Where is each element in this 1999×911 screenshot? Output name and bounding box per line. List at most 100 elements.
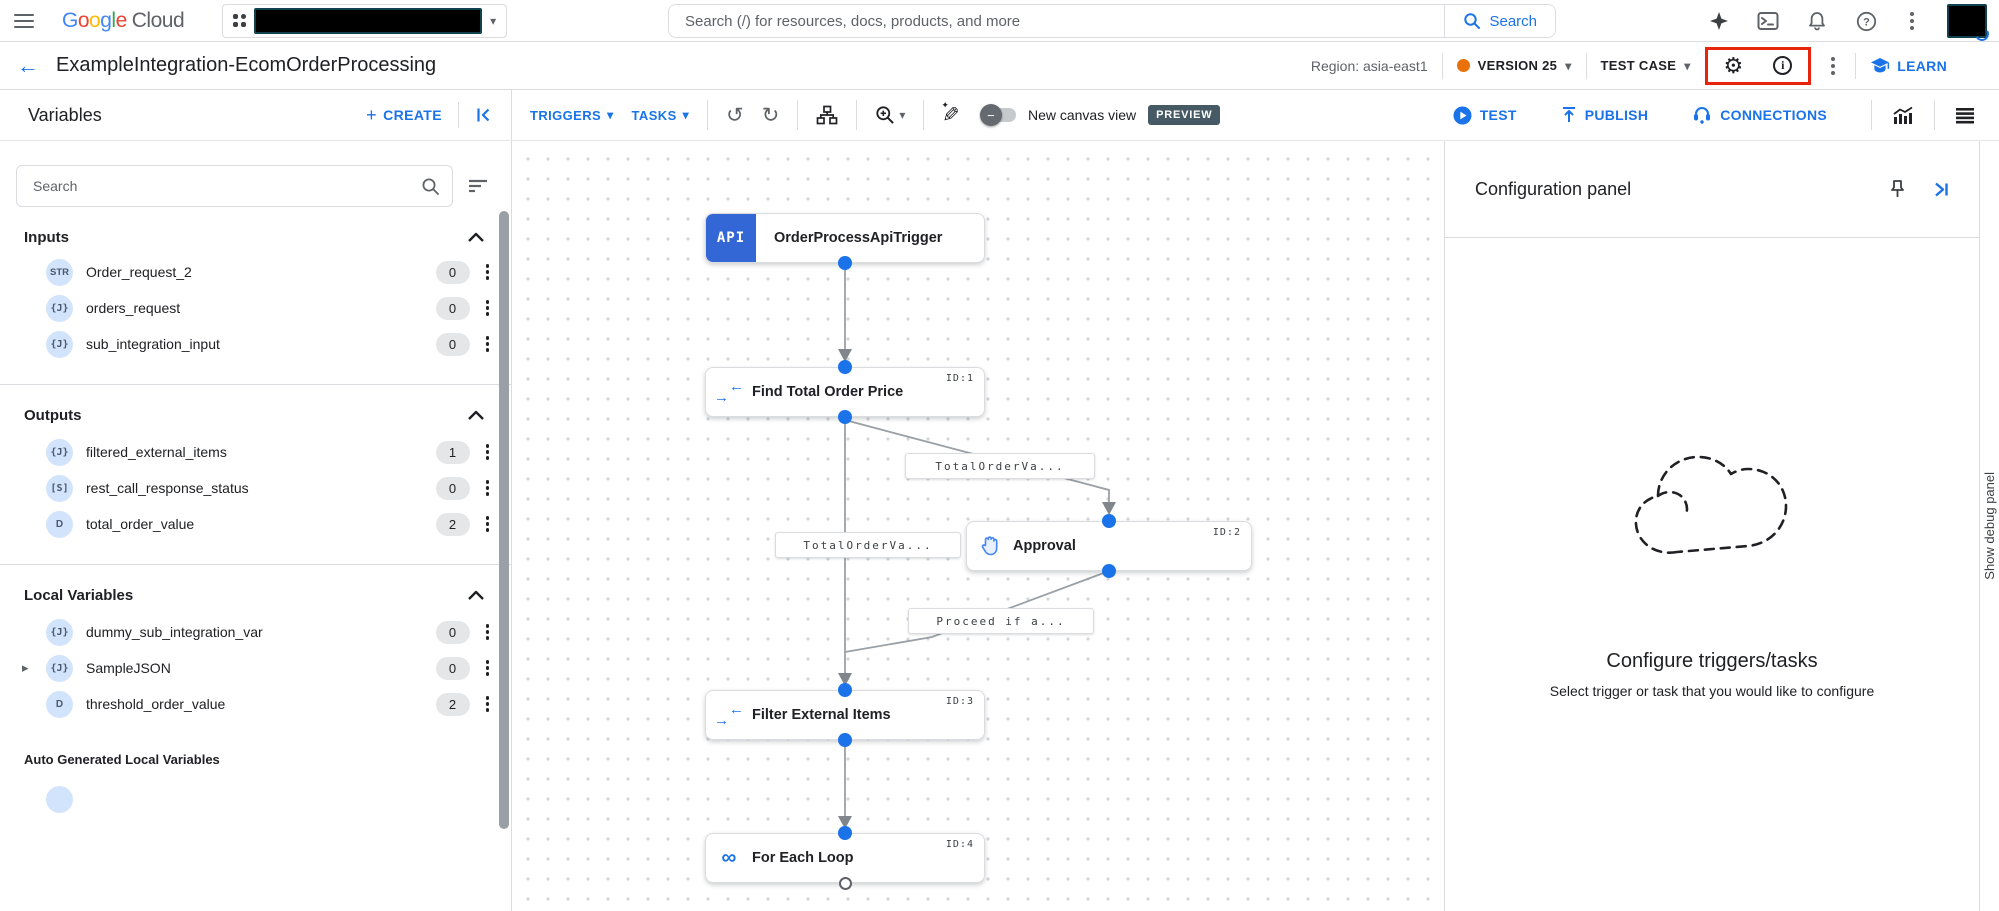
type-badge: {J} xyxy=(46,654,73,682)
gemini-sparkle-icon[interactable] xyxy=(1708,10,1730,32)
redo-icon[interactable]: ↻ xyxy=(761,103,780,127)
inputs-section-header: Inputs xyxy=(24,229,485,246)
pin-icon[interactable] xyxy=(1889,179,1906,199)
sidebar-scrollbar[interactable] xyxy=(499,211,509,829)
settings-gear-icon[interactable]: ⚙ xyxy=(1723,52,1744,78)
global-search-button[interactable]: Search xyxy=(1444,5,1555,37)
variable-menu-icon[interactable] xyxy=(484,694,492,714)
integration-canvas[interactable]: TotalOrderVa... TotalOrderVa... Proceed … xyxy=(512,141,1444,911)
more-options-icon[interactable] xyxy=(1904,10,1920,32)
variable-name: dummy_sub_integration_var xyxy=(86,624,263,640)
connector-dot[interactable] xyxy=(838,683,852,697)
variable-menu-icon[interactable] xyxy=(484,622,492,642)
variable-row[interactable]: [S] rest_call_response_status 0 xyxy=(0,470,511,506)
info-icon[interactable]: i xyxy=(1773,56,1793,75)
variable-row[interactable]: STR Order_request_2 0 xyxy=(0,254,511,290)
connections-button[interactable]: CONNECTIONS xyxy=(1692,106,1827,125)
help-icon[interactable]: ? xyxy=(1855,10,1877,32)
magic-edit-icon[interactable]: ✎ ✦ xyxy=(941,100,960,127)
account-avatar[interactable] xyxy=(1947,4,1987,38)
variable-menu-icon[interactable] xyxy=(484,334,492,354)
connector-dot-open[interactable] xyxy=(839,877,852,890)
collapse-panel-icon[interactable] xyxy=(475,106,493,124)
variable-row[interactable]: {J} dummy_sub_integration_var 0 xyxy=(0,614,511,650)
triggers-label: TRIGGERS xyxy=(530,107,602,123)
new-canvas-toggle[interactable]: − xyxy=(979,104,1016,126)
collapse-chevron-icon[interactable] xyxy=(467,590,485,601)
edge-condition-label[interactable]: TotalOrderVa... xyxy=(905,453,1095,479)
connector-dot[interactable] xyxy=(838,360,852,374)
loop-icon: ∞ xyxy=(721,846,737,869)
undo-icon[interactable]: ↺ xyxy=(726,103,744,127)
tasks-dropdown[interactable]: TASKS ▾ xyxy=(632,108,690,123)
edge-connectors xyxy=(838,263,1116,829)
test-case-dropdown[interactable]: TEST CASE ▾ xyxy=(1601,58,1691,73)
config-panel-title: Configuration panel xyxy=(1475,178,1632,199)
auto-layout-icon[interactable] xyxy=(816,105,838,125)
metrics-chart-icon[interactable] xyxy=(1892,106,1914,125)
hamburger-menu-button[interactable] xyxy=(0,10,48,32)
logs-list-icon[interactable] xyxy=(1955,107,1975,124)
variable-row[interactable]: D threshold_order_value 2 xyxy=(0,686,511,722)
collapse-right-icon[interactable] xyxy=(1932,181,1951,198)
variable-row[interactable]: D total_order_value 2 xyxy=(0,506,511,542)
triggers-dropdown[interactable]: TRIGGERS ▾ xyxy=(530,108,614,123)
global-search-input[interactable] xyxy=(669,5,1445,37)
edge-condition-label[interactable]: Proceed if a... xyxy=(908,608,1094,634)
publish-button[interactable]: PUBLISH xyxy=(1561,106,1649,124)
zoom-control[interactable]: ▾ xyxy=(875,105,905,125)
version-dropdown[interactable]: VERSION 25 ▾ xyxy=(1456,58,1572,73)
connector-dot[interactable] xyxy=(1102,514,1116,528)
cloud-shell-icon[interactable] xyxy=(1757,10,1779,32)
version-status-dot xyxy=(1456,59,1470,72)
top-app-bar: Google Cloud ▾ Search xyxy=(0,0,1999,42)
variable-name: sub_integration_input xyxy=(86,336,220,352)
search-icon xyxy=(422,178,439,195)
connector-dot[interactable] xyxy=(838,410,852,424)
canvas-toolbar: TRIGGERS ▾ TASKS ▾ ↺ ↻ ▾ ✎ ✦ xyxy=(512,90,1999,140)
connector-dot[interactable] xyxy=(838,826,852,840)
node-for-each-loop[interactable]: ID:4 ∞ For Each Loop xyxy=(705,833,985,883)
variable-row[interactable]: {J} orders_request 0 xyxy=(0,290,511,326)
variables-search-input[interactable] xyxy=(33,178,421,194)
variable-menu-icon[interactable] xyxy=(484,478,492,498)
divider xyxy=(1585,52,1587,79)
variable-menu-icon[interactable] xyxy=(484,514,492,534)
collapse-chevron-icon[interactable] xyxy=(467,410,485,421)
connector-dot[interactable] xyxy=(1102,564,1116,578)
variable-row[interactable]: {J} sub_integration_input 0 xyxy=(0,326,511,362)
usage-count-badge: 2 xyxy=(435,512,470,536)
variable-menu-icon[interactable] xyxy=(484,298,492,318)
project-selector[interactable]: ▾ xyxy=(222,3,508,38)
header-more-options-icon[interactable] xyxy=(1825,55,1841,77)
variable-row[interactable]: ▸ {J} SampleJSON 0 xyxy=(0,650,511,686)
variable-menu-icon[interactable] xyxy=(484,658,492,678)
edge-condition-label[interactable]: TotalOrderVa... xyxy=(775,532,961,558)
variable-menu-icon[interactable] xyxy=(484,262,492,282)
connector-dot[interactable] xyxy=(838,733,852,747)
collapse-chevron-icon[interactable] xyxy=(467,232,485,243)
chevron-down-icon: ▾ xyxy=(607,108,614,122)
variable-menu-icon[interactable] xyxy=(484,442,492,462)
variable-row[interactable]: {J} filtered_external_items 1 xyxy=(0,434,511,470)
node-title: For Each Loop xyxy=(752,850,854,866)
usage-count-badge: 2 xyxy=(435,692,470,716)
notifications-bell-icon[interactable] xyxy=(1806,10,1828,32)
project-name-redacted xyxy=(254,7,483,34)
variable-row-partial[interactable] xyxy=(0,781,511,817)
back-arrow-button[interactable]: ← xyxy=(17,52,39,78)
show-debug-panel-button[interactable]: Show debug panel xyxy=(1982,472,1997,580)
expand-triangle-icon[interactable]: ▸ xyxy=(22,660,29,675)
chevron-down-icon: ▾ xyxy=(1684,58,1691,73)
plus-icon: + xyxy=(366,104,378,125)
sort-filter-icon[interactable] xyxy=(467,178,489,194)
connector-dot[interactable] xyxy=(838,256,852,270)
node-find-total-order-price[interactable]: ID:1 →← Find Total Order Price xyxy=(705,367,985,417)
test-button[interactable]: TEST xyxy=(1453,106,1517,125)
variable-name: filtered_external_items xyxy=(86,444,227,460)
create-variable-button[interactable]: + CREATE xyxy=(366,105,442,126)
node-order-process-api-trigger[interactable]: API OrderProcessApiTrigger xyxy=(705,213,985,263)
learn-button[interactable]: LEARN xyxy=(1870,57,1947,75)
divider xyxy=(797,100,799,130)
node-filter-external-items[interactable]: ID:3 →← Filter External Items xyxy=(705,690,985,740)
